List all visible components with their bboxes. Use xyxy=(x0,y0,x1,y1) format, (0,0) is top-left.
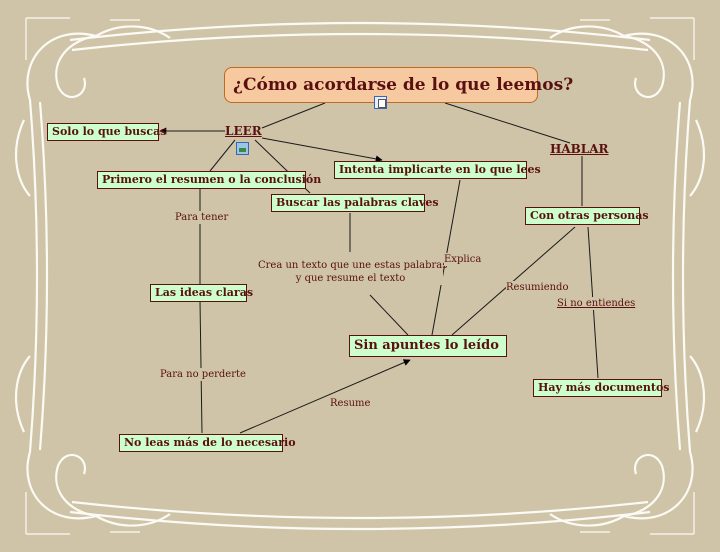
node-primero-el-resumen[interactable]: Primero el resumen o la conclusión xyxy=(97,171,321,189)
node-con-otras-personas[interactable]: Con otras personas xyxy=(525,207,649,225)
link-ideas-noleas xyxy=(199,300,203,434)
link-label-crea-line-1: Crea un texto que une estas palabras xyxy=(258,260,448,271)
link-root-leer xyxy=(261,102,326,129)
link-leer-primero xyxy=(209,139,236,172)
link-noleas-sin xyxy=(239,359,411,434)
node-hay-mas-documentos[interactable]: Hay más documentos xyxy=(533,379,670,397)
node-hablar[interactable]: HABLAR xyxy=(550,142,609,156)
root-node[interactable]: ¿Cómo acordarse de lo que leemos? xyxy=(224,67,573,103)
link-label-crea-line-2: y que resume el texto xyxy=(295,273,406,284)
link-label-resume: Resume xyxy=(330,397,371,410)
node-buscar-palabras-claves[interactable]: Buscar las palabras claves xyxy=(271,194,439,212)
link-label-crea-un-texto: Crea un texto que une estas palabras y q… xyxy=(258,259,448,285)
link-label-resumiendo: Resumiendo xyxy=(506,281,569,294)
link-label-para-tener: Para tener xyxy=(175,211,229,224)
link-label-si-no-entiendes: Si no entiendes xyxy=(557,297,636,310)
document-icon[interactable] xyxy=(374,96,387,109)
node-las-ideas-claras[interactable]: Las ideas claras xyxy=(150,284,253,302)
link-crea-sin xyxy=(369,294,409,336)
link-leer-intenta xyxy=(261,137,383,163)
node-intenta-implicarte[interactable]: Intenta implicarte en lo que lees xyxy=(334,161,541,179)
node-solo-lo-que-buscas[interactable]: Solo lo que buscas xyxy=(47,123,166,141)
link-label-explica: Explica xyxy=(444,253,482,266)
node-sin-apuntes[interactable]: Sin apuntes lo leído xyxy=(349,335,507,357)
node-leer[interactable]: LEER xyxy=(225,124,262,138)
link-root-hablar xyxy=(444,102,571,144)
link-label-para-no-perderte: Para no perderte xyxy=(160,368,246,381)
node-no-leas-mas[interactable]: No leas más de lo necesario xyxy=(119,434,296,452)
image-icon[interactable] xyxy=(236,142,249,155)
